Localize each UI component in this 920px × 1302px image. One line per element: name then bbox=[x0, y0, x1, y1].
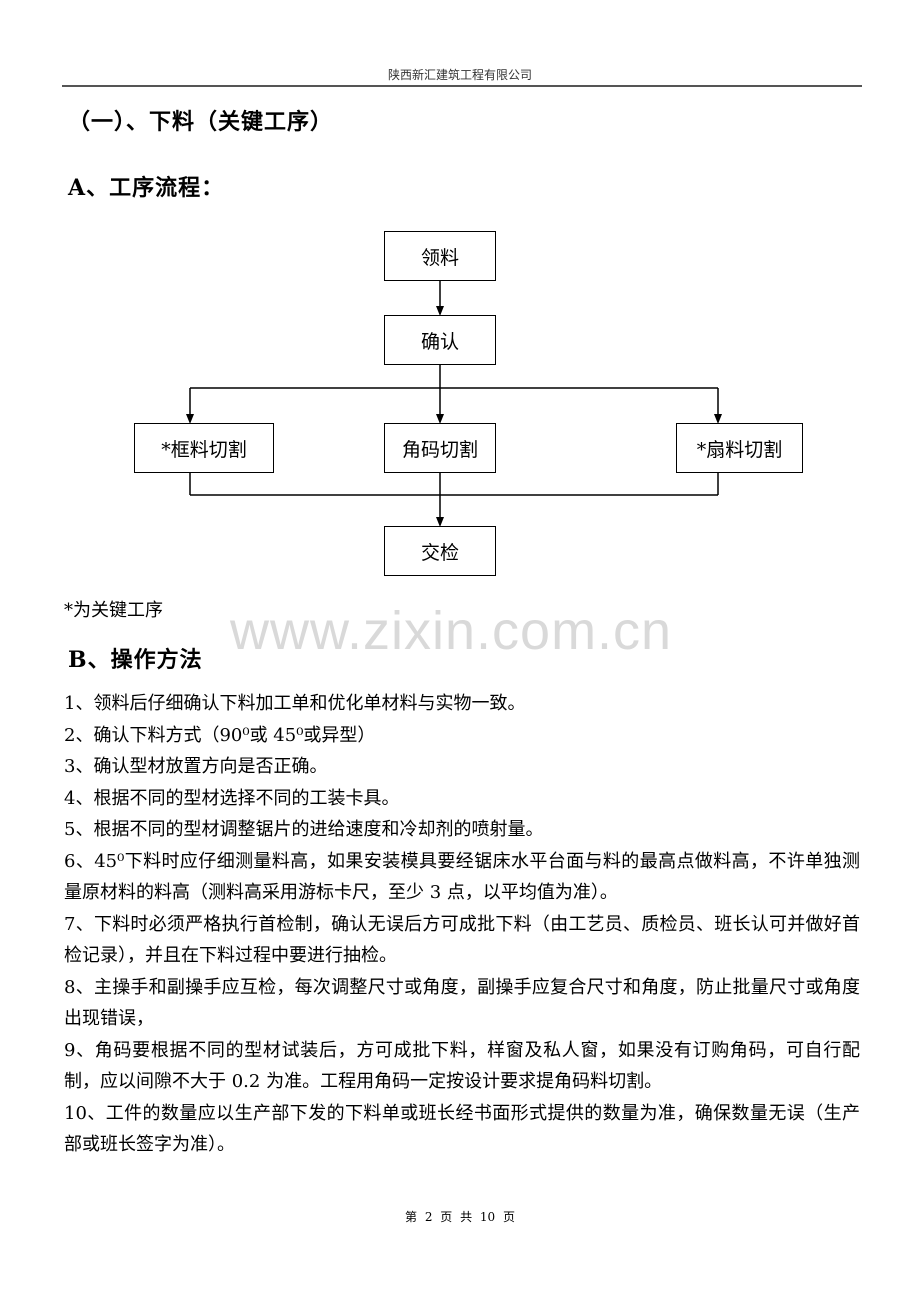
section-title: （一）、下料（关键工序） bbox=[68, 109, 334, 135]
flowchart-connectors bbox=[186, 280, 722, 527]
step-item: 3、确认型材放置方向是否正确。 bbox=[64, 756, 328, 777]
flow-node-sash-cut: *扇料切割 bbox=[676, 423, 803, 473]
flow-node-inspect: 交检 bbox=[384, 526, 496, 576]
header-rule bbox=[62, 85, 862, 87]
flow-node-receive: 领料 bbox=[384, 231, 496, 281]
part-b-title: B、操作方法 bbox=[68, 647, 203, 673]
running-header: 陕西新汇建筑工程有限公司 bbox=[387, 68, 532, 82]
operation-steps-list: 1、领料后仔细确认下料加工单和优化单材料与实物一致。 2、确认下料方式（90⁰或… bbox=[64, 688, 860, 1161]
step-item: 4、根据不同的型材选择不同的工装卡具。 bbox=[64, 787, 400, 809]
step-item: 5、根据不同的型材调整锯片的进给速度和冷却剂的喷射量。 bbox=[64, 819, 544, 840]
arrowhead bbox=[436, 306, 444, 316]
watermark: www.zixin.com.cn bbox=[230, 601, 673, 661]
key-process-note: *为关键工序 bbox=[64, 600, 163, 621]
step-item: 8、主操手和副操手应互检，每次调整尺寸或角度，副操手应复合尺寸和角度，防止批量尺… bbox=[64, 976, 860, 1030]
arrowhead bbox=[714, 414, 722, 424]
part-a-title: A、工序流程： bbox=[68, 175, 225, 201]
flow-node-confirm: 确认 bbox=[384, 315, 496, 365]
step-item: 6、45⁰下料时应仔细测量料高，如果安装模具要经锯床水平台面与料的最高点做料高，… bbox=[64, 850, 860, 904]
flow-node-corner-cut: 角码切割 bbox=[384, 423, 496, 473]
arrowhead bbox=[436, 414, 444, 424]
flow-node-frame-cut: *框料切割 bbox=[134, 423, 274, 473]
step-item: 2、确认下料方式（90⁰或 45⁰或异型） bbox=[64, 724, 376, 746]
arrowhead bbox=[186, 414, 194, 424]
step-item: 1、领料后仔细确认下料加工单和优化单材料与实物一致。 bbox=[64, 693, 526, 714]
step-item: 9、角码要根据不同的型材试装后，方可成批下料，样窗及私人窗，如果没有订购角码，可… bbox=[64, 1039, 860, 1093]
page-number-footer: 第 2 页 共 10 页 bbox=[405, 1210, 515, 1224]
step-item: 7、下料时必须严格执行首检制，确认无误后方可成批下料（由工艺员、质检员、班长认可… bbox=[64, 913, 860, 967]
step-item: 10、工件的数量应以生产部下发的下料单或班长经书面形式提供的数量为准，确保数量无… bbox=[64, 1102, 860, 1156]
arrowhead bbox=[436, 517, 444, 527]
